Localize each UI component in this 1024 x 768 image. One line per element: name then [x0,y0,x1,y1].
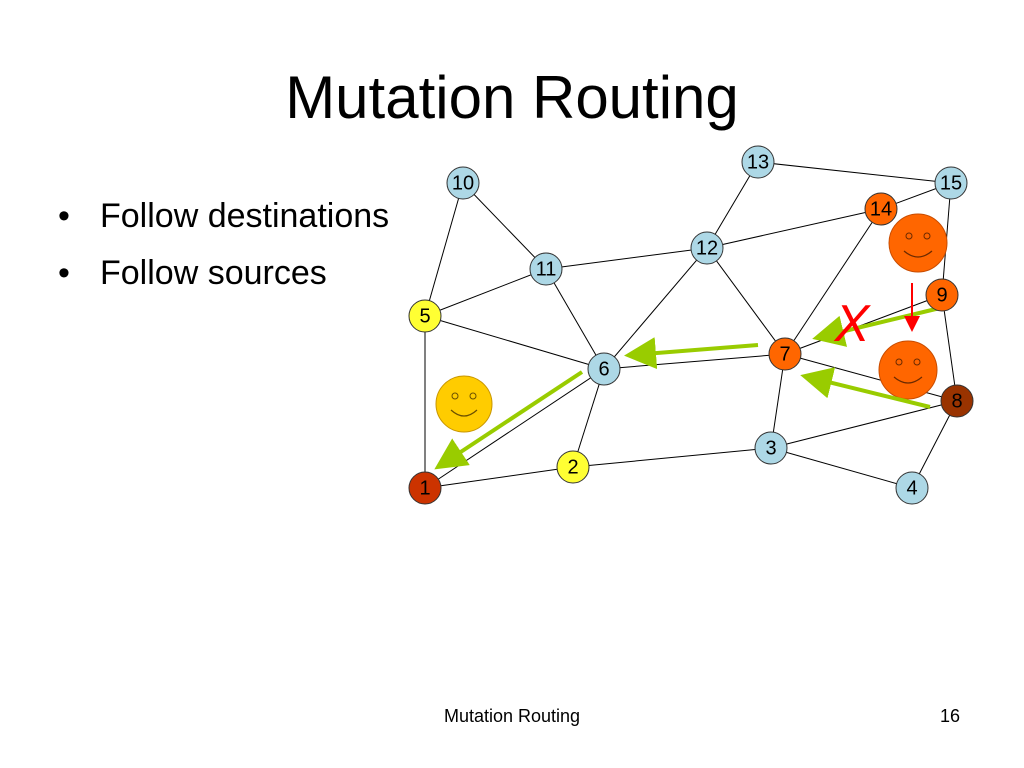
node-8: 8 [940,384,974,418]
node-circle [940,384,974,418]
node-label: 4 [906,477,917,499]
node-12: 12 [690,231,724,265]
node-label: 3 [765,437,776,459]
bullet-item: • Follow destinations [58,188,389,245]
bullet-marker: • [58,254,70,292]
edge-7-8 [784,353,958,402]
edge-9-8 [941,294,958,402]
node-circle [895,471,929,505]
node-9: 9 [925,278,959,312]
edge-3-4 [770,447,913,489]
edge-10-5 [424,182,464,317]
edge-11-12 [545,247,708,270]
footer-title: Mutation Routing [443,706,581,726]
node-2: 2 [556,450,590,484]
node-label: 12 [696,237,718,259]
edge-3-8 [770,400,958,449]
node-circle [768,337,802,371]
edge-layer [424,161,958,489]
edge-6-7 [603,353,786,370]
route-arrow [624,337,759,370]
route-arrow [434,370,584,470]
blocked-mark: X [834,295,872,353]
edge-5-11 [424,268,547,317]
node-circle [556,450,590,484]
edge-12-14 [706,208,882,249]
node-6: 6 [587,352,621,386]
node-circle [754,431,788,465]
smiley-face-icon [435,375,493,433]
edge-6-2 [572,368,605,468]
bullet-text: Follow destinations [100,197,390,235]
node-5: 5 [408,299,442,333]
node-label: 15 [940,172,962,194]
node-circle [925,278,959,312]
node-label: 8 [951,390,962,412]
node-7: 7 [768,337,802,371]
node-label: 5 [419,305,430,327]
node-label: 13 [747,151,769,173]
edge-10-11 [462,182,547,270]
node-10: 10 [446,166,480,200]
node-circle [741,145,775,179]
edge-5-6 [424,315,605,370]
node-circle [587,352,621,386]
node-circle [408,299,442,333]
edge-13-15 [757,161,952,184]
node-label: 7 [779,343,790,365]
node-circle [690,231,724,265]
bullet-item: • Follow sources [58,245,389,302]
node-label: 1 [419,477,430,499]
edge-2-1 [424,466,574,489]
node-11: 11 [529,252,563,286]
node-circle [446,166,480,200]
node-circle [408,471,442,505]
node-14: 14 [864,192,898,226]
node-circle [934,166,968,200]
edge-12-13 [706,161,759,249]
node-circle [864,192,898,226]
node-3: 3 [754,431,788,465]
node-label: 14 [870,198,892,220]
route-arrow [812,306,941,347]
node-4: 4 [895,471,929,505]
node-label: 6 [598,358,609,380]
node-circle [529,252,563,286]
node-label: 9 [936,284,947,306]
node-label: 2 [567,456,578,478]
node-label: 11 [536,258,557,280]
smiley-face-icon [888,213,948,273]
smiley-face-icon [878,340,938,400]
node-1: 1 [408,471,442,505]
slide-title: Mutation Routing [285,64,739,131]
node-15: 15 [934,166,968,200]
bullet-list: • Follow destinations • Follow sources [58,188,389,302]
edge-11-6 [545,268,605,370]
route-arrow [800,367,931,409]
page-number: 16 [940,706,961,726]
node-label: 10 [452,172,474,194]
bullet-text: Follow sources [100,254,327,292]
bullet-marker: • [58,197,70,235]
edge-2-3 [572,447,772,468]
node-13: 13 [741,145,775,179]
edge-14-7 [784,208,882,355]
edge-12-6 [603,247,708,370]
edge-12-7 [706,247,786,355]
